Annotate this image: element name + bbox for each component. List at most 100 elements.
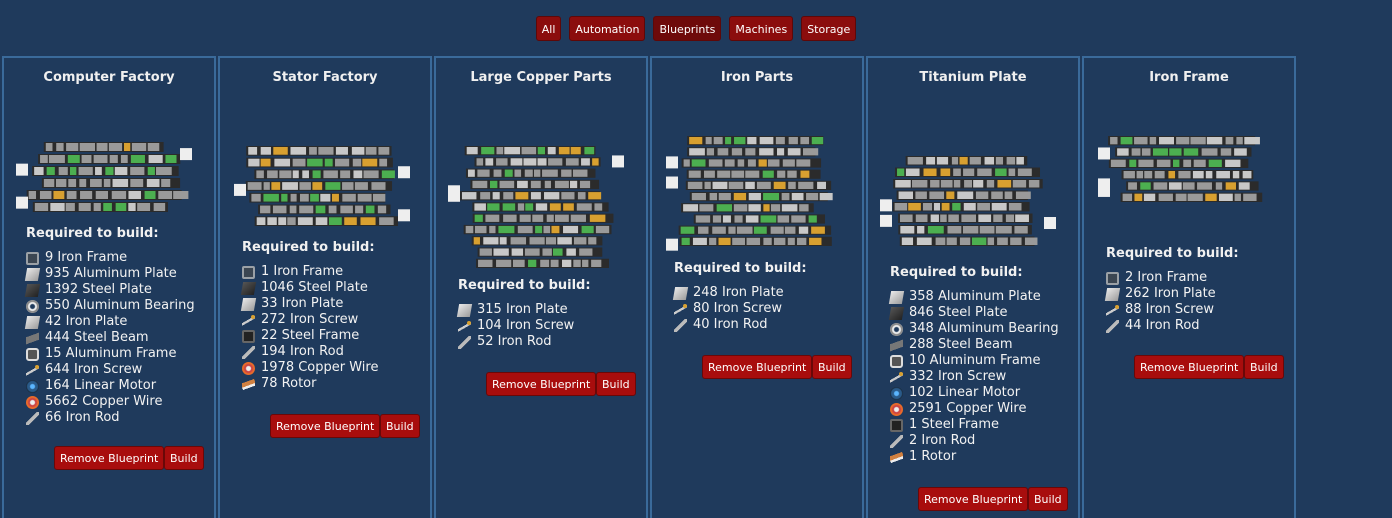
tab-storage[interactable]: Storage [801, 16, 857, 41]
blueprint-title: Iron Parts [720, 70, 794, 85]
required-to-build-heading: Required to build: [890, 265, 1023, 280]
requirement-item: 104 Iron Screw [458, 318, 574, 334]
steel-frame-icon [890, 418, 903, 432]
requirement-text: 10 Aluminum Frame [909, 353, 1041, 368]
blueprint-preview-image [448, 146, 624, 268]
requirement-text: 846 Steel Plate [909, 305, 1008, 320]
requirement-item: 248 Iron Plate [672, 285, 784, 301]
build-button[interactable]: Build [596, 372, 636, 396]
requirement-text: 1 Steel Frame [909, 417, 999, 432]
requirement-item: 164 Linear Motor [26, 378, 195, 394]
requirement-item: 262 Iron Plate [1104, 286, 1216, 302]
linear-motor-icon [26, 379, 39, 393]
requirement-text: 444 Steel Beam [45, 330, 149, 345]
requirement-item: 1978 Copper Wire [242, 360, 378, 376]
tab-blueprints[interactable]: Blueprints [653, 16, 722, 41]
iron-screw-icon [890, 370, 903, 384]
aluminum-frame-icon [26, 347, 39, 361]
required-to-build-heading: Required to build: [674, 261, 807, 276]
requirement-text: 1 Rotor [909, 449, 957, 464]
blueprint-title: Computer Factory [43, 70, 175, 85]
requirement-text: 9 Iron Frame [45, 250, 128, 265]
tab-automation[interactable]: Automation [569, 16, 646, 41]
requirement-item: 66 Iron Rod [26, 410, 195, 426]
remove-blueprint-button[interactable]: Remove Blueprint [1134, 355, 1245, 379]
required-to-build-heading: Required to build: [242, 240, 375, 255]
requirement-text: 332 Iron Screw [909, 369, 1007, 384]
requirement-text: 104 Iron Screw [477, 318, 575, 333]
blueprint-preview-image [16, 142, 192, 212]
iron-screw-icon [242, 313, 255, 327]
iron-frame-icon [26, 251, 39, 265]
iron-rod-icon [890, 434, 903, 448]
requirement-text: 272 Iron Screw [261, 312, 359, 327]
requirement-text: 262 Iron Plate [1125, 286, 1216, 301]
requirement-item: 194 Iron Rod [242, 344, 378, 360]
requirement-item: 2591 Copper Wire [890, 401, 1059, 417]
aluminum-bearing-icon [890, 322, 903, 336]
iron-screw-icon [674, 302, 687, 316]
build-button[interactable]: Build [1244, 355, 1284, 379]
requirement-text: 1392 Steel Plate [45, 282, 152, 297]
requirement-text: 2 Iron Rod [909, 433, 976, 448]
build-button[interactable]: Build [812, 355, 852, 379]
requirement-text: 935 Aluminum Plate [45, 266, 177, 281]
requirement-text: 42 Iron Plate [45, 314, 128, 329]
requirement-item: 10 Aluminum Frame [890, 353, 1059, 369]
requirement-item: 2 Iron Rod [890, 433, 1059, 449]
required-to-build-heading: Required to build: [26, 226, 159, 241]
requirement-item: 644 Iron Screw [26, 362, 195, 378]
steel-plate-icon [888, 306, 905, 320]
requirement-text: 40 Iron Rod [693, 317, 768, 332]
blueprint-preview-image [1098, 136, 1263, 202]
requirement-text: 644 Iron Screw [45, 362, 143, 377]
requirement-text: 2 Iron Frame [1125, 270, 1208, 285]
aluminum-plate-icon [24, 267, 41, 281]
aluminum-bearing-icon [26, 299, 39, 313]
requirement-text: 348 Aluminum Bearing [909, 321, 1059, 336]
iron-rod-icon [26, 411, 39, 425]
requirement-text: 315 Iron Plate [477, 302, 568, 317]
requirement-item: 42 Iron Plate [24, 314, 195, 330]
aluminum-frame-icon [890, 354, 903, 368]
remove-blueprint-button[interactable]: Remove Blueprint [486, 372, 597, 396]
requirement-item: 272 Iron Screw [242, 312, 378, 328]
iron-plate-icon [672, 286, 689, 300]
requirement-item: 288 Steel Beam [890, 337, 1059, 353]
requirement-item: 5662 Copper Wire [26, 394, 195, 410]
linear-motor-icon [890, 386, 903, 400]
build-button[interactable]: Build [380, 414, 420, 438]
remove-blueprint-button[interactable]: Remove Blueprint [702, 355, 813, 379]
build-button[interactable]: Build [164, 446, 204, 470]
requirement-item: 1 Steel Frame [890, 417, 1059, 433]
required-to-build-heading: Required to build: [458, 278, 591, 293]
blueprint-preview-image [234, 146, 410, 226]
requirement-text: 44 Iron Rod [1125, 318, 1200, 333]
iron-plate-icon [240, 297, 257, 311]
requirement-text: 1 Iron Frame [261, 264, 344, 279]
blueprint-preview-image [880, 156, 1056, 246]
iron-plate-icon [1104, 287, 1121, 301]
steel-plate-icon [240, 281, 257, 295]
aluminum-plate-icon [888, 290, 905, 304]
iron-rod-icon [242, 345, 255, 359]
tab-all[interactable]: All [535, 16, 562, 41]
iron-screw-icon [458, 319, 471, 333]
requirement-text: 15 Aluminum Frame [45, 346, 177, 361]
remove-blueprint-button[interactable]: Remove Blueprint [54, 446, 165, 470]
requirement-text: 5662 Copper Wire [45, 394, 163, 409]
copper-wire-icon [242, 361, 255, 375]
remove-blueprint-button[interactable]: Remove Blueprint [270, 414, 381, 438]
requirement-text: 102 Linear Motor [909, 385, 1021, 400]
copper-wire-icon [26, 395, 39, 409]
build-button[interactable]: Build [1028, 487, 1068, 511]
steel-frame-icon [242, 329, 255, 343]
remove-blueprint-button[interactable]: Remove Blueprint [918, 487, 1029, 511]
tab-machines[interactable]: Machines [729, 16, 794, 41]
rotor-icon [242, 377, 255, 391]
